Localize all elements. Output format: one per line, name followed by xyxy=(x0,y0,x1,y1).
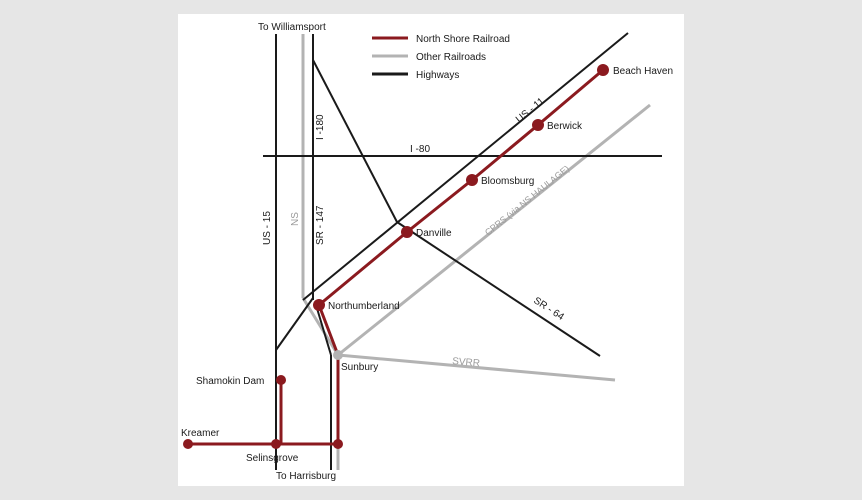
legend-label-other: Other Railroads xyxy=(416,52,486,63)
legend-label-highways: Highways xyxy=(416,70,459,81)
station-marker-kreamer[interactable] xyxy=(183,439,193,449)
station-marker-danville[interactable] xyxy=(401,226,413,238)
station-label-danville: Danville xyxy=(416,228,452,239)
us11-to-us15-connector xyxy=(275,297,314,351)
other-railroads-layer xyxy=(301,34,651,470)
sr64-highway xyxy=(396,221,601,357)
highways-layer xyxy=(263,32,662,470)
station-label-sunbury: Sunbury xyxy=(341,362,378,373)
station-label-berwick: Berwick xyxy=(547,121,583,132)
i180-highway xyxy=(312,59,398,223)
station-marker-bloomsburg[interactable] xyxy=(466,174,478,186)
i80-label: I -80 xyxy=(410,144,430,155)
station-marker-shamokin-dam[interactable] xyxy=(276,375,286,385)
sr147-south-highway xyxy=(315,304,332,356)
station-markers xyxy=(183,64,609,449)
station-label-beach-haven: Beach Haven xyxy=(613,66,673,77)
station-label-northumberland: Northumberland xyxy=(328,301,400,312)
i180-label: I -180 xyxy=(315,114,326,140)
station-marker-sunbury[interactable] xyxy=(333,350,343,360)
station-label-shamokin-dam: Shamokin Dam xyxy=(196,376,264,387)
rail-map: North Shore Railroad Other Railroads Hig… xyxy=(181,22,673,482)
rail-map-panel: North Shore Railroad Other Railroads Hig… xyxy=(178,14,684,486)
to-williamsport-label: To Williamsport xyxy=(258,22,326,33)
ns-to-sunbury-connector xyxy=(301,297,340,356)
station-marker-south-junction[interactable] xyxy=(333,439,343,449)
station-label-bloomsburg: Bloomsburg xyxy=(481,176,534,187)
ns-label: NS xyxy=(290,212,301,226)
legend-label-north-shore: North Shore Railroad xyxy=(416,34,510,45)
cprs-railroad-line xyxy=(337,103,651,357)
us11-highway xyxy=(302,32,629,301)
legend: North Shore Railroad Other Railroads Hig… xyxy=(372,34,510,81)
svrr-label: SVRR xyxy=(452,356,481,369)
svrr-railroad-line xyxy=(337,353,616,382)
sr64-label: SR - 64 xyxy=(531,295,566,323)
station-label-selinsgrove: Selinsgrove xyxy=(246,453,299,464)
station-marker-berwick[interactable] xyxy=(532,119,544,131)
us15-label: US - 15 xyxy=(262,211,273,245)
sr147-label: SR - 147 xyxy=(315,205,326,245)
station-marker-northumberland[interactable] xyxy=(313,299,325,311)
cprs-label: CPRS (via NS HAULAGE) xyxy=(483,163,571,237)
station-marker-beach-haven[interactable] xyxy=(597,64,609,76)
station-marker-selinsgrove[interactable] xyxy=(271,439,281,449)
station-label-kreamer: Kreamer xyxy=(181,428,220,439)
to-harrisburg-label: To Harrisburg xyxy=(276,471,336,482)
